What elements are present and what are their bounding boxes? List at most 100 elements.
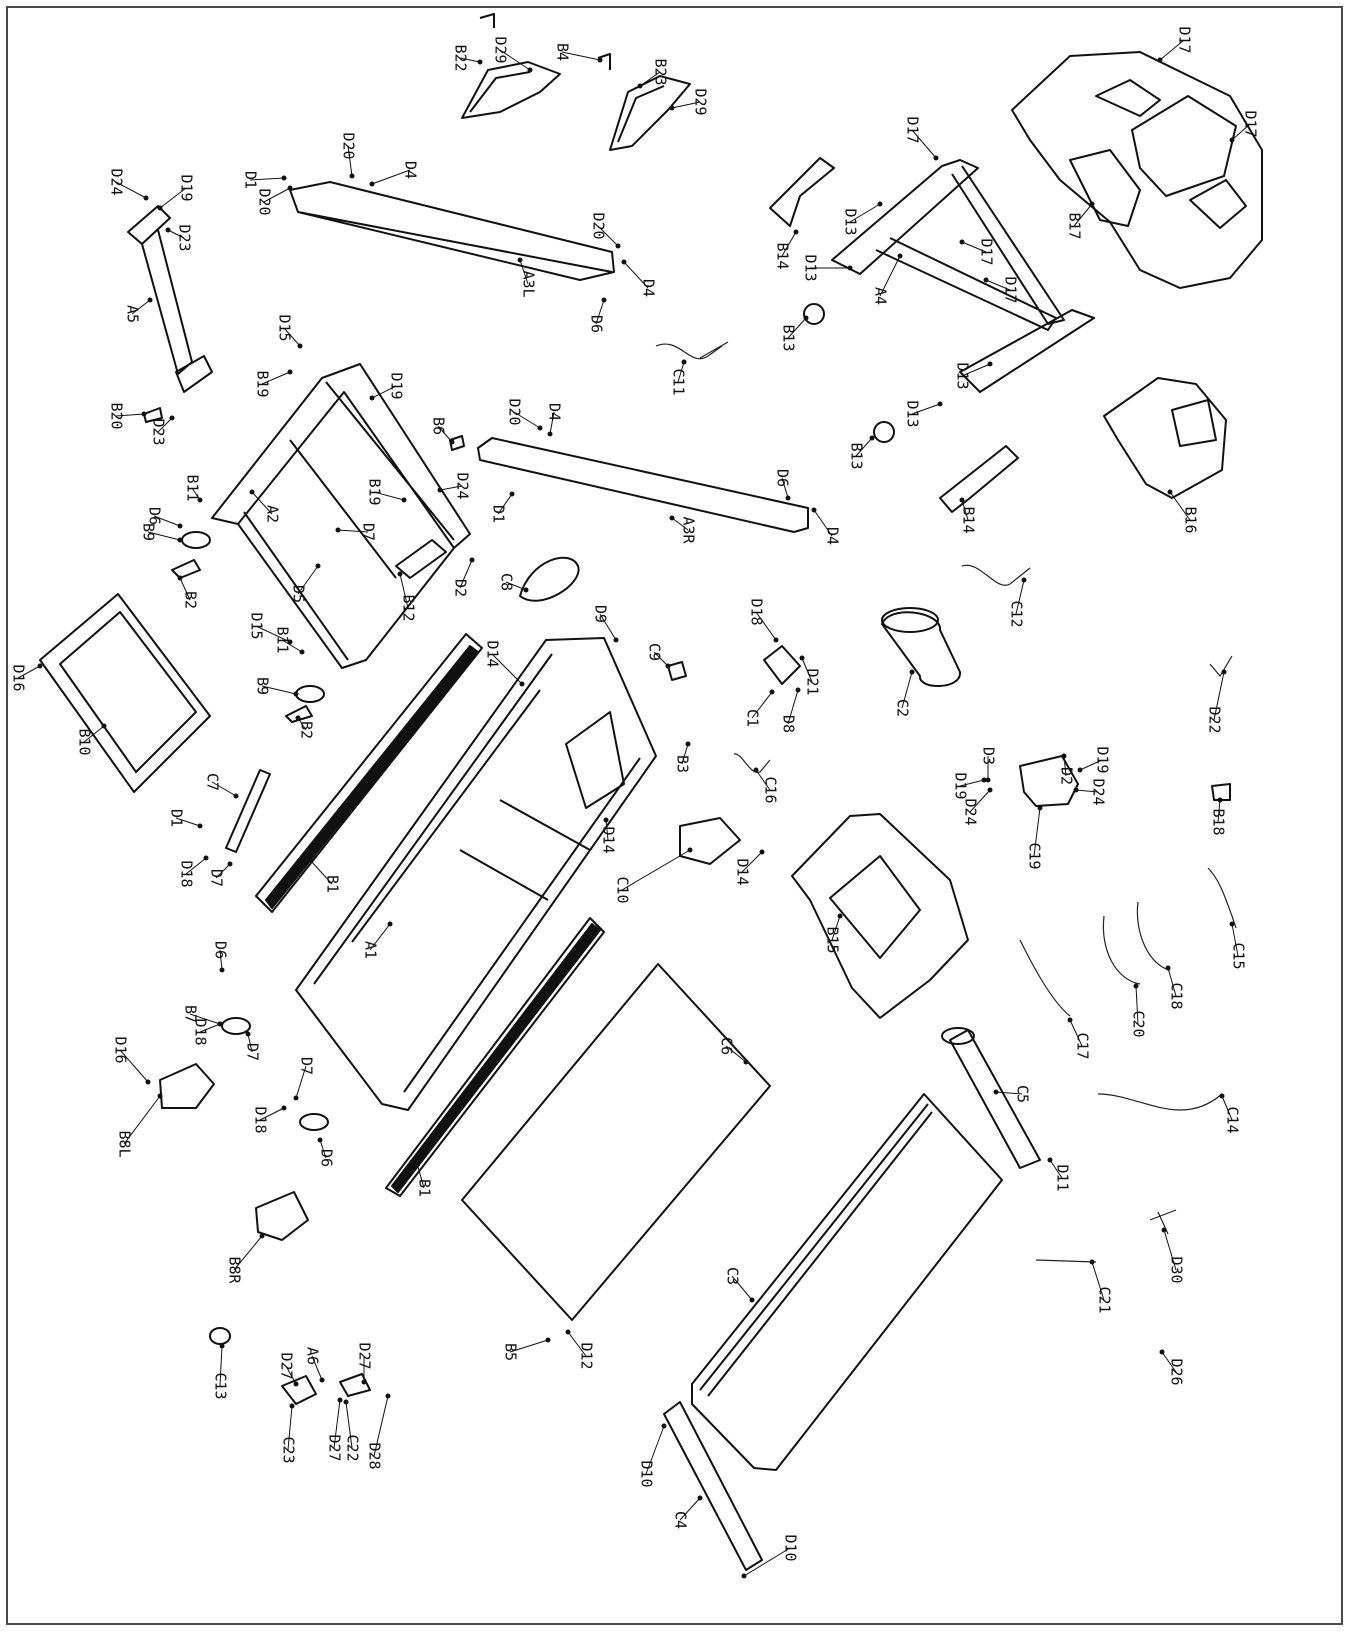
label-d29a: D29 xyxy=(492,36,510,63)
label-c18: C18 xyxy=(1168,982,1186,1009)
part-b16 xyxy=(1103,377,1227,499)
part-d22 xyxy=(1209,655,1233,678)
leader-b6 xyxy=(437,425,453,443)
label-b9a: B9 xyxy=(140,523,158,541)
part-a2-frame xyxy=(211,363,471,669)
label-d19a: D19 xyxy=(178,174,196,201)
leader-d13c xyxy=(961,363,991,377)
label-b19b: B19 xyxy=(366,478,384,505)
leader-d21 xyxy=(801,657,813,683)
fastener-dot-b12 xyxy=(397,571,403,577)
leader-d19d xyxy=(1079,759,1103,771)
part-c6-deck xyxy=(461,963,771,1321)
fastener-dot-d24d xyxy=(1073,787,1079,793)
leader-d1b xyxy=(497,493,513,515)
leader-b9a xyxy=(147,531,181,541)
label-b10: B10 xyxy=(76,728,94,755)
fastener-dot-d16a xyxy=(37,663,43,669)
fastener-dot-c20 xyxy=(1133,983,1139,989)
fastener-dot-b14a xyxy=(793,229,799,235)
fastener-dot-d14b xyxy=(603,817,609,823)
fastener-dot-d27a xyxy=(361,1379,367,1385)
leader-d18a xyxy=(755,611,777,641)
leader-b23 xyxy=(639,71,661,87)
leader-b12 xyxy=(399,573,409,609)
leader-b9b xyxy=(261,685,297,695)
label-d6b: D6 xyxy=(146,507,164,525)
label-d20c: D20 xyxy=(590,212,608,239)
fastener-dot-d3 xyxy=(985,777,991,783)
fastener-dot-c17 xyxy=(1067,1017,1073,1023)
leader-a1 xyxy=(369,923,391,951)
label-d2b: D2 xyxy=(1058,767,1076,785)
leader-d20d xyxy=(513,411,541,429)
leader-d17b xyxy=(1231,123,1251,141)
part-c16 xyxy=(733,753,771,773)
leader-b14b xyxy=(961,499,969,521)
leader-b4 xyxy=(561,51,601,61)
leader-d17e xyxy=(985,279,1011,291)
part-console-window3 xyxy=(1189,179,1247,229)
leader-c3 xyxy=(731,1275,753,1301)
fastener-dot-b1b xyxy=(413,1157,419,1163)
fastener-dot-d18b xyxy=(203,855,209,861)
part-b7 xyxy=(221,1017,251,1035)
leader-d27c xyxy=(333,1399,341,1449)
label-d18b: D18 xyxy=(178,860,196,887)
leader-c10 xyxy=(621,849,691,891)
label-b11a: B11 xyxy=(184,474,202,501)
part-console-window1 xyxy=(1095,79,1161,117)
label-d17b: D17 xyxy=(1242,110,1260,137)
part-a6-group xyxy=(281,1373,371,1405)
label-d10b: D10 xyxy=(782,1534,800,1561)
fastener-dot-d19b xyxy=(369,395,375,401)
leader-d5 xyxy=(297,565,319,595)
label-d29b: D29 xyxy=(692,88,710,115)
leader-d18d xyxy=(259,1107,285,1121)
leader-d19a xyxy=(159,187,187,209)
part-b2b xyxy=(285,705,313,723)
fastener-dot-d29a xyxy=(527,67,533,73)
label-d13a: D13 xyxy=(842,208,860,235)
label-d22: D22 xyxy=(1206,706,1224,733)
leader-a3r xyxy=(671,517,689,531)
leader-c15 xyxy=(1231,923,1239,957)
label-c2: C2 xyxy=(894,699,912,717)
part-a3l xyxy=(289,181,615,281)
fastener-dot-d19c xyxy=(981,777,987,783)
leader-d4a xyxy=(371,169,411,185)
part-c21 xyxy=(1035,1259,1097,1263)
leader-c13 xyxy=(219,1345,223,1387)
leader-d11 xyxy=(1049,1159,1063,1179)
fastener-dot-d17e xyxy=(983,277,989,283)
fastener-dot-c2 xyxy=(909,669,915,675)
label-d6d: D6 xyxy=(212,941,230,959)
fastener-dot-b2a xyxy=(177,575,183,581)
leader-d26 xyxy=(1161,1351,1177,1373)
leader-d10a xyxy=(645,1425,665,1475)
part-b15-hood xyxy=(791,813,969,1019)
label-c4: C4 xyxy=(672,1511,690,1529)
part-c12 xyxy=(961,564,1031,586)
label-b16: B16 xyxy=(1182,506,1200,533)
leader-d14a xyxy=(491,653,523,685)
leader-d30 xyxy=(1163,1229,1177,1271)
label-c14: C14 xyxy=(1224,1106,1242,1133)
part-labels: B4B22B23D29D29D17D17D17D17D17B17D20D20D2… xyxy=(10,26,1260,1561)
part-c5-roller xyxy=(949,1029,1041,1169)
fastener-dot-b1a xyxy=(307,857,313,863)
leader-c2 xyxy=(901,671,913,709)
label-b9b: B9 xyxy=(254,677,272,695)
label-d1b: D1 xyxy=(490,505,508,523)
fastener-dot-d15a xyxy=(297,343,303,349)
leader-d2b xyxy=(1063,755,1067,777)
leader-a2 xyxy=(251,491,273,515)
leader-d6e xyxy=(319,1139,327,1159)
label-c5: C5 xyxy=(1014,1085,1032,1103)
part-console-d17 xyxy=(1011,51,1263,289)
label-d21: D21 xyxy=(804,668,822,695)
fastener-dot-d14c xyxy=(759,849,765,855)
label-a2: A2 xyxy=(264,505,282,523)
fastener-dot-b19b xyxy=(401,497,407,503)
label-d17e: D17 xyxy=(1002,276,1020,303)
